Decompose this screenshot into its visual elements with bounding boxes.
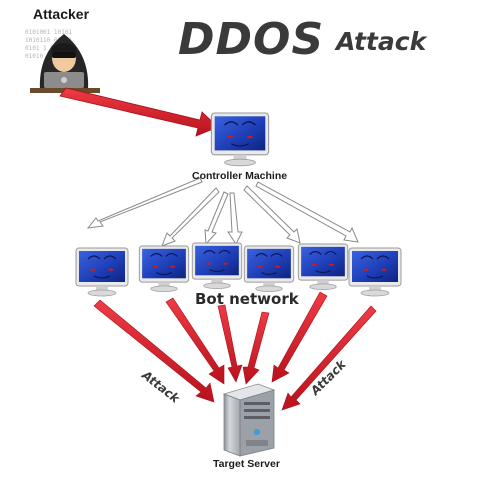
diagram-subtitle: Attack [336,27,427,56]
attack-arrow-4 [242,311,270,385]
attack-arrow-1 [93,299,215,403]
controller-label: Controller Machine [192,170,288,182]
command-arrow-4 [227,192,243,245]
bot-computer-6 [348,247,402,297]
attacker-figure: 0101001 10101 1010110 01011 0101 1 01101… [25,26,105,93]
target-server-icon [222,383,276,457]
target-server-label: Target Server [213,458,280,470]
attack-arrows [93,291,377,411]
controller-monitor-icon [210,112,270,167]
attack-arrow-5 [271,291,328,383]
command-arrow-1 [86,177,203,229]
bot-network-label: Bot network [195,290,299,308]
command-arrow-3 [204,191,229,246]
bot-computer-1 [75,247,129,297]
command-arrow-5 [243,185,301,244]
bot-computer-4 [243,245,295,293]
command-arrow-6 [255,181,359,243]
attacker-label: Attacker [33,6,90,22]
attack-arrow-3 [217,304,243,383]
bot-computer-2 [138,245,190,293]
diagram-title: DDOS [178,14,325,65]
attack-arrow-6 [281,305,377,411]
bot-computer-3 [191,242,243,290]
command-arrows [86,177,359,247]
command-arrow-2 [161,187,220,247]
attack-arrow-to-controller [59,87,219,137]
attack-arrow-2 [165,297,225,385]
bot-computer-5 [297,243,349,291]
